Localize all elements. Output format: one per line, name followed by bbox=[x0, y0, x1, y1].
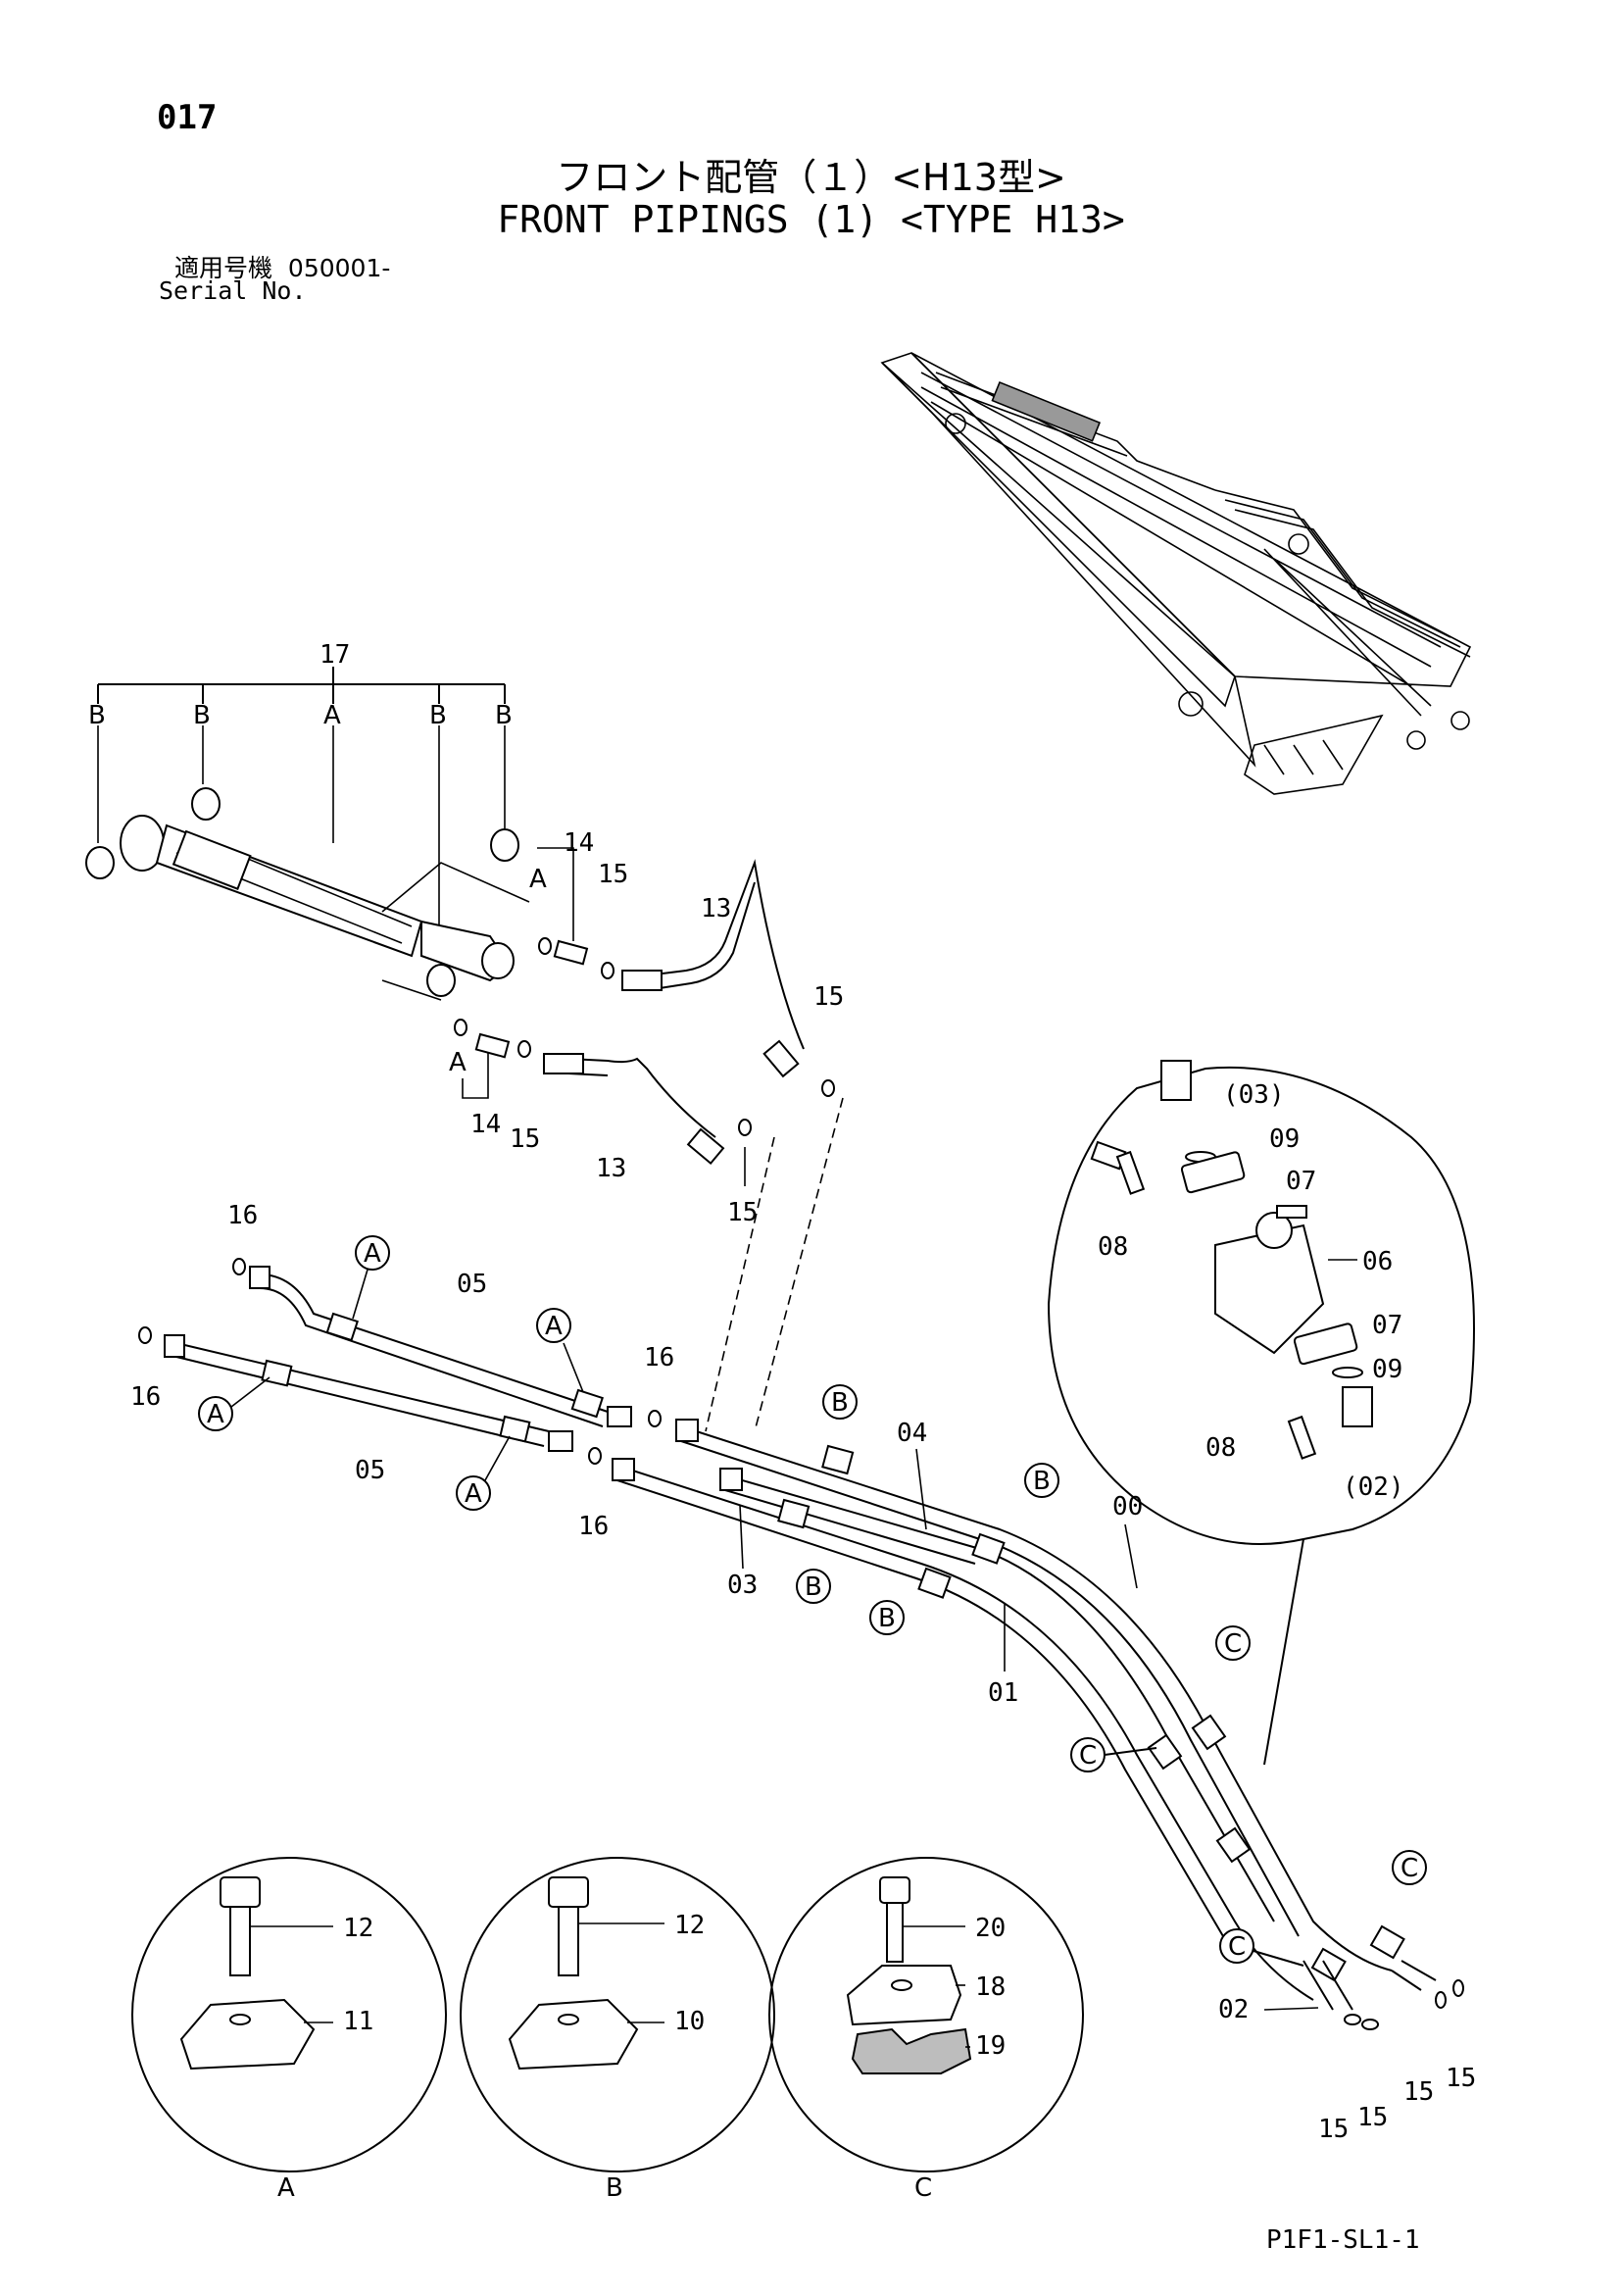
circle-c-markers: C C C C bbox=[1070, 1625, 1427, 1967]
pipes-05: 16 05 16 16 05 16 bbox=[130, 1201, 674, 1541]
callout-05: 05 bbox=[355, 1456, 385, 1485]
callout-13: 13 bbox=[701, 894, 731, 923]
callout-b: B bbox=[88, 701, 106, 730]
excavator-boom-illustration bbox=[880, 352, 1472, 795]
svg-text:C: C bbox=[1228, 1932, 1246, 1962]
cylinder-assembly: 17 B B A B B bbox=[85, 640, 530, 1001]
callout-15: 15 bbox=[727, 1198, 758, 1227]
svg-text:A: A bbox=[207, 1400, 224, 1429]
callout-14: 14 bbox=[564, 828, 594, 858]
callout-15: 15 bbox=[813, 982, 844, 1012]
callout-13: 13 bbox=[596, 1154, 626, 1183]
callout-09: 09 bbox=[1372, 1355, 1402, 1384]
callout-18: 18 bbox=[975, 1972, 1006, 2002]
callout-03-paren: (03) bbox=[1223, 1080, 1285, 1110]
clamp-detail-c: C 20 18 19 bbox=[768, 1857, 1084, 2203]
main-pipes: 04 00 03 01 02 15 15 15 15 bbox=[612, 1419, 1476, 2144]
svg-text:B: B bbox=[878, 1604, 896, 1633]
svg-text:A: A bbox=[277, 2173, 295, 2203]
serial-value: 050001- bbox=[287, 254, 391, 282]
serial-label-en: Serial No. bbox=[159, 276, 307, 305]
callout-08: 08 bbox=[1098, 1232, 1128, 1262]
circle-a-markers: A A A A bbox=[198, 1235, 584, 1511]
callout-08: 08 bbox=[1205, 1433, 1236, 1463]
circle-b-markers: B B B B bbox=[796, 1384, 1059, 1635]
callout-16: 16 bbox=[130, 1382, 161, 1412]
callout-00: 00 bbox=[1112, 1492, 1143, 1522]
callout-15: 15 bbox=[510, 1124, 540, 1154]
svg-text:B: B bbox=[606, 2173, 623, 2203]
svg-text:C: C bbox=[914, 2173, 932, 2203]
page-title-jp: フロント配管（１）<H13型> bbox=[556, 156, 1066, 199]
callout-11: 11 bbox=[343, 2007, 373, 2036]
callout-06: 06 bbox=[1362, 1247, 1393, 1276]
callout-15: 15 bbox=[1403, 2077, 1434, 2107]
callout-15: 15 bbox=[1446, 2064, 1476, 2093]
page-number: 017 bbox=[157, 98, 218, 137]
callout-b: B bbox=[495, 701, 513, 730]
callout-a: A bbox=[323, 701, 341, 730]
svg-text:A: A bbox=[364, 1239, 381, 1269]
svg-text:B: B bbox=[805, 1572, 822, 1602]
callout-02-paren: (02) bbox=[1343, 1472, 1404, 1502]
callout-17: 17 bbox=[319, 640, 350, 670]
callout-12: 12 bbox=[343, 1914, 373, 1943]
swivel-detail: (03) 09 07 08 06 07 09 (02) 08 bbox=[1047, 1060, 1475, 1766]
svg-text:C: C bbox=[1401, 1854, 1418, 1883]
callout-12: 12 bbox=[674, 1911, 705, 1940]
callout-15: 15 bbox=[1318, 2115, 1349, 2144]
callout-07: 07 bbox=[1286, 1167, 1316, 1196]
callout-04: 04 bbox=[897, 1419, 927, 1448]
callout-b: B bbox=[193, 701, 211, 730]
callout-b: B bbox=[429, 701, 447, 730]
callout-14: 14 bbox=[470, 1110, 501, 1139]
callout-19: 19 bbox=[975, 2031, 1006, 2061]
callout-01: 01 bbox=[988, 1678, 1018, 1708]
callout-16: 16 bbox=[644, 1343, 674, 1373]
callout-20: 20 bbox=[975, 1914, 1006, 1943]
callout-a: A bbox=[529, 865, 547, 894]
drawing-code: P1F1-SL1-1 bbox=[1266, 2225, 1420, 2255]
serial-label-jp: 適用号機 050001- bbox=[174, 254, 391, 282]
svg-text:A: A bbox=[545, 1312, 563, 1341]
svg-text:C: C bbox=[1224, 1629, 1242, 1659]
callout-05: 05 bbox=[457, 1270, 487, 1299]
callout-10: 10 bbox=[674, 2007, 705, 2036]
callout-03: 03 bbox=[727, 1571, 758, 1600]
svg-text:B: B bbox=[1033, 1467, 1051, 1496]
callout-07: 07 bbox=[1372, 1311, 1402, 1340]
svg-text:C: C bbox=[1079, 1741, 1097, 1771]
clamp-detail-b: B 12 10 bbox=[460, 1857, 775, 2203]
svg-text:B: B bbox=[831, 1388, 849, 1418]
callout-16: 16 bbox=[227, 1201, 258, 1230]
callout-16: 16 bbox=[578, 1512, 609, 1541]
callout-15: 15 bbox=[1357, 2103, 1388, 2132]
callout-a: A bbox=[449, 1048, 467, 1077]
callout-02: 02 bbox=[1218, 1995, 1249, 2024]
page-title-en: FRONT PIPINGS (1) <TYPE H13> bbox=[497, 198, 1125, 241]
svg-text:A: A bbox=[465, 1479, 482, 1509]
clamp-detail-a: A 12 11 bbox=[131, 1857, 447, 2203]
upper-hoses: 14 A 15 13 15 A 14 15 13 15 bbox=[449, 828, 844, 1432]
callout-09: 09 bbox=[1269, 1124, 1300, 1154]
callout-15: 15 bbox=[598, 860, 628, 889]
